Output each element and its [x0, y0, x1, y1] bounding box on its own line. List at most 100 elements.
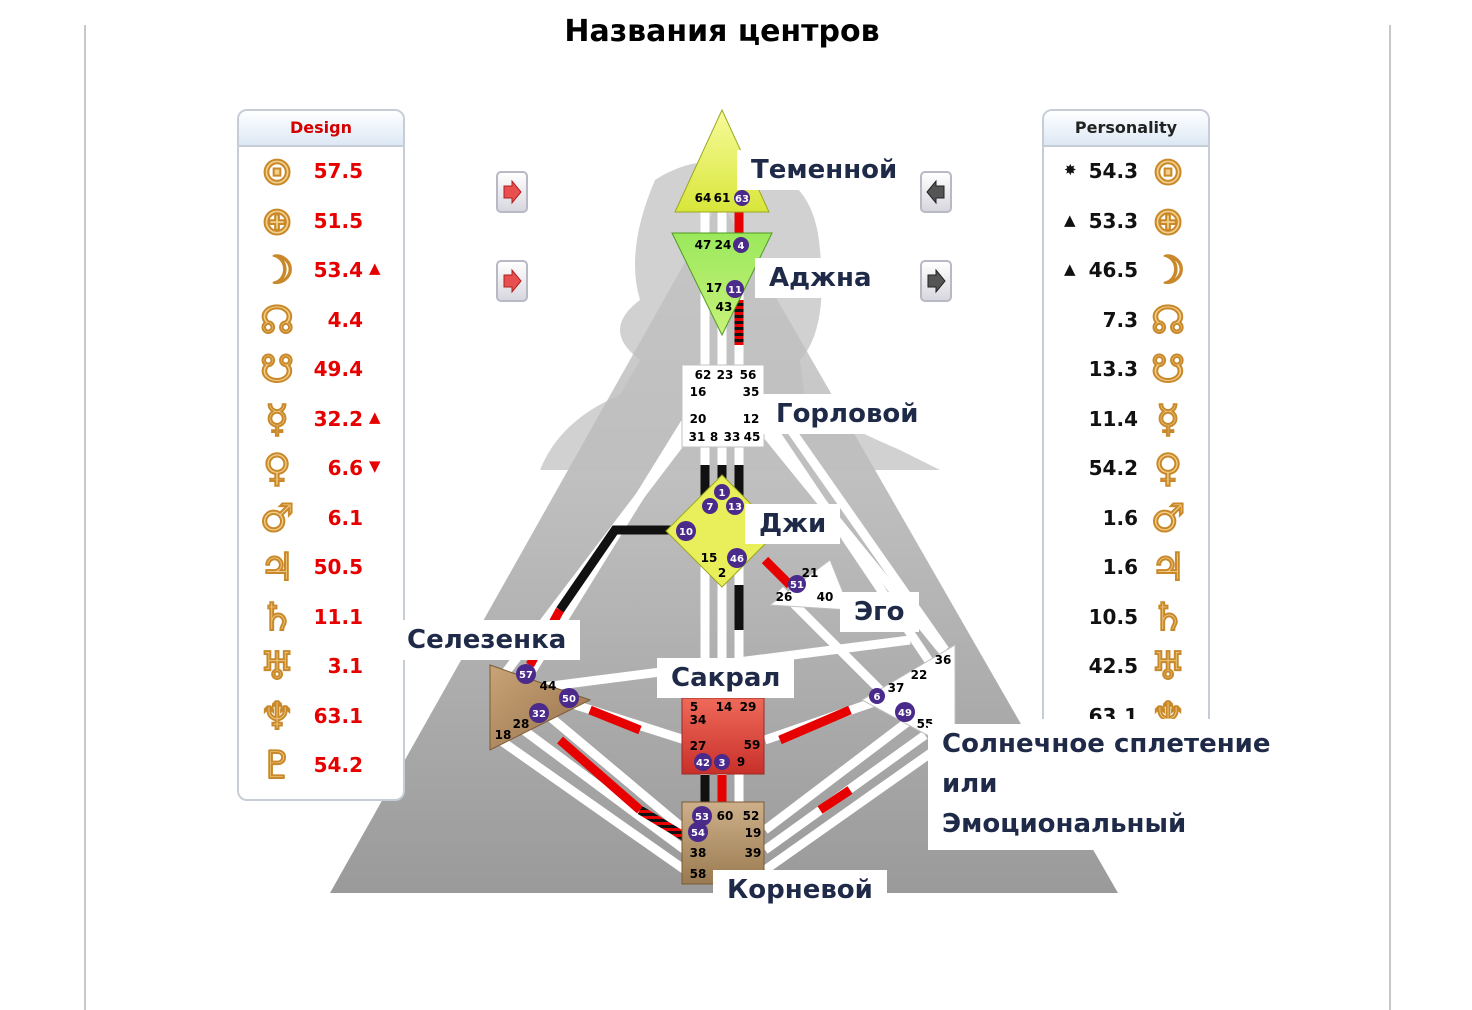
planet-value: 4.4 — [327, 307, 363, 332]
planet-value: 54.2 — [1088, 456, 1138, 480]
gate-7: 7 — [707, 502, 714, 513]
south-node-icon: ☋ — [1150, 346, 1186, 392]
venus-icon: ♀ — [262, 445, 292, 491]
gate-6: 6 — [874, 692, 881, 703]
gate-50: 50 — [562, 694, 576, 705]
gate-29: 29 — [740, 700, 757, 714]
design-row-earth: ⊕51.5 — [239, 197, 403, 245]
personality-row-mercury: ☿11.4 — [1044, 395, 1208, 443]
gate-44: 44 — [540, 679, 557, 693]
design-row-mars: ♂6.1 — [239, 494, 403, 542]
gate-60: 60 — [717, 809, 734, 823]
page-title: Названия центров — [564, 14, 880, 49]
neptune-icon: ♆ — [1150, 693, 1186, 720]
personality-row-neptune: ♆63.1 — [1044, 692, 1208, 720]
exaltation-marker: ▲ — [369, 407, 381, 426]
planet-value: 57.5 — [313, 159, 363, 183]
gate-36: 36 — [935, 653, 952, 667]
gate-23: 23 — [717, 368, 734, 382]
exaltation-marker: ▲ — [369, 259, 381, 277]
gate-8: 8 — [710, 430, 718, 444]
label-sacral-center: Сакрал — [657, 658, 795, 698]
planet-value: 54.2 — [313, 753, 363, 777]
right-border-line — [1389, 25, 1391, 1010]
planet-value: 6.6 — [327, 456, 363, 480]
gate-56: 56 — [740, 368, 757, 382]
gate-3: 3 — [719, 758, 726, 769]
planet-value: 10.5 — [1088, 604, 1138, 629]
mars-icon: ♂ — [1150, 495, 1186, 541]
gate-57: 57 — [519, 670, 533, 681]
design-panel: Design ⊙57.5⊕51.5☽53.4▲☊4.4☋49.4☿32.2▲♀6… — [237, 109, 405, 801]
design-arrow-button-top[interactable] — [496, 171, 528, 213]
mercury-icon: ☿ — [1155, 396, 1180, 442]
gate-59: 59 — [744, 738, 761, 752]
planet-value: 49.4 — [313, 357, 363, 381]
neptune-icon: ♆ — [259, 693, 295, 739]
gate-16: 16 — [690, 385, 707, 399]
sun-icon: ⊙ — [260, 148, 294, 194]
personality-row-south-node: ☋13.3 — [1044, 345, 1208, 393]
uranus-icon: ♅ — [259, 643, 295, 689]
mercury-icon: ☿ — [264, 396, 289, 442]
pluto-icon: ♇ — [259, 742, 295, 788]
uranus-icon: ♅ — [1150, 643, 1186, 689]
personality-row-jupiter: ♃1.6 — [1044, 543, 1208, 591]
gate-5: 5 — [690, 700, 698, 714]
personality-panel: Personality ⊙54.3✸⊕53.3▲☽46.5▲☊7.3☋13.3☿… — [1042, 109, 1210, 719]
gate-39: 39 — [745, 846, 762, 860]
saturn-icon: ♄ — [259, 594, 295, 640]
gate-37: 37 — [888, 681, 905, 695]
moon-icon: ☽ — [259, 247, 295, 293]
arrow-left-icon — [926, 179, 945, 205]
design-row-jupiter: ♃50.5 — [239, 543, 403, 591]
gate-13: 13 — [728, 502, 742, 513]
design-row-neptune: ♆63.1 — [239, 692, 403, 740]
personality-arrow-button-bottom[interactable] — [920, 260, 952, 302]
label-solar-plexus-center: Солнечное сплетение или Эмоциональный — [928, 724, 1285, 850]
label-spleen-center: Селезенка — [393, 620, 581, 660]
gate-22: 22 — [911, 668, 928, 682]
planet-value: 1.6 — [1102, 505, 1138, 530]
label-throat-center: Горловой — [762, 394, 933, 434]
north-node-icon: ☊ — [259, 297, 295, 343]
label-ajna-center: Аджна — [755, 258, 886, 298]
planet-value: 7.3 — [1102, 307, 1138, 332]
south-node-icon: ☋ — [259, 346, 295, 392]
planet-value: 42.5 — [1088, 654, 1138, 678]
personality-header: Personality — [1044, 111, 1208, 147]
planet-value: 53.3 — [1088, 208, 1138, 233]
design-arrow-button-bottom[interactable] — [496, 260, 528, 302]
personality-row-earth: ⊕53.3▲ — [1044, 197, 1208, 245]
exaltation-marker: ▼ — [369, 457, 381, 475]
gate-52: 52 — [743, 809, 760, 823]
gate-26: 26 — [776, 590, 793, 604]
gate-53: 53 — [695, 812, 709, 823]
design-row-north-node: ☊ 4.4 — [239, 296, 403, 344]
gate-63: 63 — [735, 194, 749, 205]
north-node-icon: ☊ — [1150, 297, 1186, 343]
gate-47: 47 — [695, 238, 712, 252]
planet-value: 46.5 — [1088, 258, 1138, 282]
gate-24: 24 — [715, 238, 732, 252]
jupiter-icon: ♃ — [1150, 544, 1186, 590]
arrow-right-icon — [503, 179, 522, 205]
design-row-pluto: ♇ 54.2 — [239, 741, 403, 789]
design-row-uranus: ♅ 3.1 — [239, 642, 403, 690]
personality-row-north-node: ☊ 7.3 — [1044, 296, 1208, 344]
label-ego-center: Эго — [840, 592, 919, 632]
gate-33: 33 — [724, 430, 741, 444]
gate-38: 38 — [690, 846, 707, 860]
gate-20: 20 — [690, 412, 707, 426]
personality-arrow-button-top[interactable] — [920, 171, 952, 213]
planet-value: 54.3 — [1088, 159, 1138, 183]
venus-icon: ♀ — [1153, 445, 1183, 491]
gate-14: 14 — [716, 700, 733, 714]
gate-34: 34 — [690, 713, 707, 727]
personality-row-saturn: ♄10.5 — [1044, 593, 1208, 641]
planet-value: 3.1 — [327, 654, 363, 678]
label-solar-line-3: Эмоциональный — [942, 809, 1187, 839]
label-solar-line-2: или — [942, 769, 998, 799]
gate-31: 31 — [689, 430, 706, 444]
personality-row-uranus: ♅ 42.5 — [1044, 642, 1208, 690]
